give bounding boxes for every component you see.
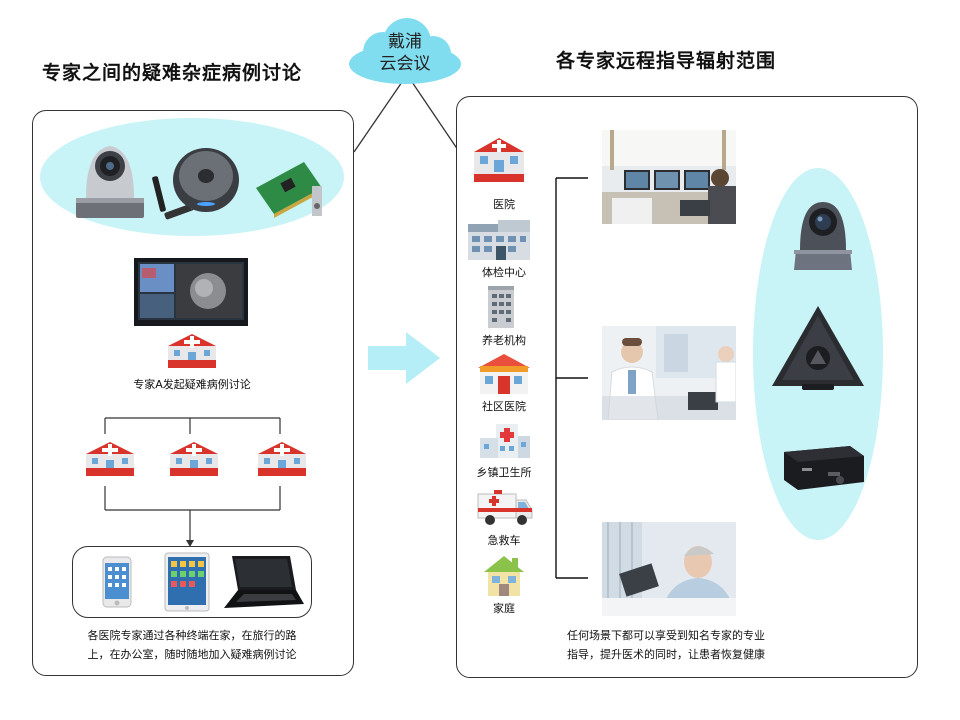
hospital-icon — [168, 334, 216, 368]
hospital-icon — [86, 442, 134, 476]
patient-photo — [602, 522, 736, 616]
ambulance-icon — [477, 490, 533, 525]
laptop-icon — [224, 556, 304, 608]
conference-speakerphone-icon — [772, 306, 864, 390]
right-caption: 任何场景下都可以享受到知名专家的专业 指导，提升医术的同时，让患者恢复健康 — [556, 626, 776, 664]
tablet-icon — [164, 552, 210, 612]
left-title: 专家之间的疑难杂症病例讨论 — [42, 62, 303, 84]
capture-card-icon — [256, 162, 322, 218]
hospital-icon — [474, 138, 524, 182]
ptz-camera-icon — [76, 146, 144, 218]
right-caption-line2: 指导，提升医术的同时，让患者恢复健康 — [567, 648, 765, 661]
community-hospital-icon — [478, 354, 530, 394]
speakerphone-icon — [152, 148, 239, 220]
cloud-meeting: 戴浦 云会议 — [345, 14, 465, 86]
site-label-nursing-home: 养老机构 — [482, 334, 526, 347]
hospital-icon — [258, 442, 306, 476]
cloud-icon — [349, 18, 461, 84]
medical-center-icon — [468, 220, 530, 260]
site-label-township-clinic: 乡镇卫生所 — [476, 466, 532, 479]
site-label-home: 家庭 — [493, 602, 515, 615]
right-title: 各专家远程指导辐射范围 — [556, 50, 777, 72]
site-label-hospital: 医院 — [493, 198, 515, 211]
cloud-label-line2: 云会议 — [379, 54, 431, 74]
doctor-photo — [602, 326, 736, 420]
video-conference-photo — [602, 130, 736, 224]
smartphone-icon — [102, 556, 132, 608]
right-arrow-icon — [368, 332, 440, 384]
initiator-label: 专家A发起疑难病例讨论 — [133, 378, 251, 391]
site-label-community-hospital: 社区医院 — [482, 400, 526, 413]
usb-capture-box-icon — [784, 446, 864, 490]
ptz-camera-icon — [794, 202, 852, 270]
site-label-checkup-center: 体检中心 — [482, 266, 526, 279]
left-caption-line2: 上，在办公室，随时随地加入疑难病例讨论 — [87, 648, 297, 661]
cloud-label-line1: 戴浦 — [388, 32, 422, 52]
left-caption: 各医院专家通过各种终端在家，在旅行的路 上，在办公室，随时随地加入疑难病例讨论 — [40, 626, 344, 664]
site-label-ambulance: 急救车 — [487, 534, 521, 547]
hospital-icon — [170, 442, 218, 476]
left-caption-line1: 各医院专家通过各种终端在家，在旅行的路 — [87, 629, 297, 642]
home-icon — [484, 556, 524, 596]
monitor-icon — [134, 258, 248, 326]
nursing-home-icon — [488, 286, 514, 328]
clinic-icon — [480, 424, 530, 458]
right-caption-line1: 任何场景下都可以享受到知名专家的专业 — [567, 629, 765, 642]
